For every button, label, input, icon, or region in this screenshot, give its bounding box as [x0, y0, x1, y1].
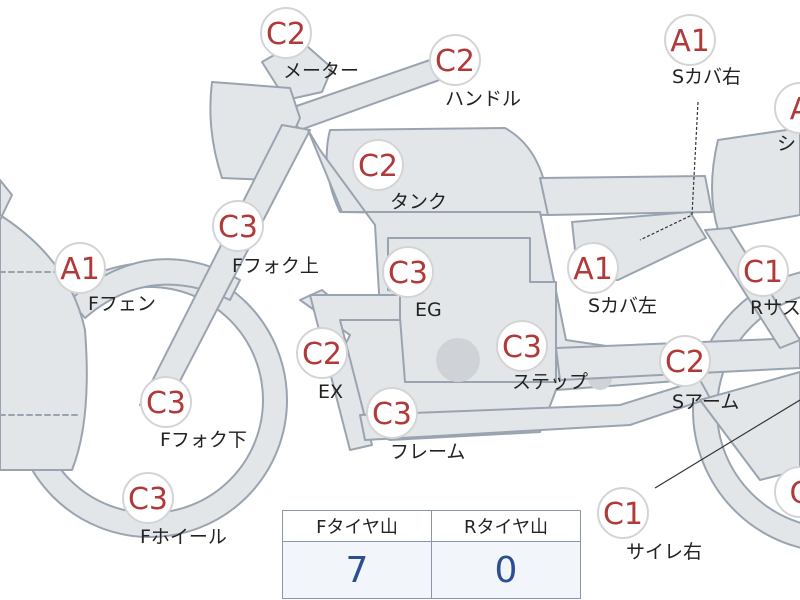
grade-badge-silencer-right: C1 [597, 487, 649, 539]
grade-badge-text: A1 [60, 252, 100, 287]
grade-badge-text: C3 [388, 256, 428, 291]
grade-badge-circle [664, 14, 716, 66]
grade-badge-handle: C2 [429, 34, 481, 86]
grade-badge-r-suspension: C1 [737, 245, 789, 297]
part-label-silencer-right: サイレ右 [626, 541, 702, 563]
grade-badge-circle [567, 242, 619, 294]
grade-badge-f-fender: A1 [54, 242, 106, 294]
grade-badge-r-wheel: C [774, 466, 800, 518]
part-label-tank: タンク [390, 191, 447, 213]
silencer-shape [699, 371, 800, 481]
grade-badge-text: C3 [128, 482, 168, 517]
grade-badge-f-fork-lower: C3 [140, 376, 192, 428]
grade-badge-text: C3 [146, 386, 186, 421]
grade-badge-text: C2 [665, 345, 705, 380]
grade-badge-swing-arm: C2 [659, 335, 711, 387]
grade-badge-text: C1 [603, 497, 643, 532]
part-label-swing-arm: Sアーム [672, 391, 739, 413]
grade-badge-text: C2 [435, 44, 475, 79]
grade-badge-text: C3 [218, 210, 258, 245]
grade-badge-text: C2 [358, 149, 398, 184]
part-label-f-fender: Fフェン [88, 293, 156, 315]
grade-badge-text: A1 [573, 252, 613, 287]
grade-badge-circle [260, 7, 312, 59]
front-tread-header: Fタイヤ山 [282, 510, 432, 542]
grade-badge-text: A [790, 92, 800, 127]
grade-badge-text: C3 [372, 397, 412, 432]
rear-cowl-shape [711, 127, 800, 231]
part-label-engine: EG [415, 299, 442, 321]
engine-cover-shape [436, 338, 480, 382]
grade-badge-circle [429, 34, 481, 86]
rear-tread-header: Rタイヤ山 [431, 510, 581, 542]
part-label-r-suspension: Rサス [750, 297, 800, 319]
grade-badge-circle [366, 387, 418, 439]
part-label-handle: ハンドル [445, 88, 521, 110]
part-label-meter: メーター [283, 60, 359, 82]
grade-badge-f-wheel: C3 [122, 472, 174, 524]
grade-badge-circle [737, 245, 789, 297]
grade-badge-meter: C2 [260, 7, 312, 59]
part-label-f-fork-upper: Fフォク上 [232, 255, 319, 277]
part-label-seat: シ [777, 133, 796, 155]
grade-badge-tank: C2 [352, 139, 404, 191]
part-label-frame: フレーム [390, 441, 465, 463]
grade-badge-circle [774, 82, 800, 134]
grade-badge-s-cover-right: A1 [664, 14, 716, 66]
left-edge-shape [0, 179, 88, 471]
grade-badge-circle [382, 246, 434, 298]
grade-badge-circle [774, 466, 800, 518]
grade-badge-circle [54, 242, 106, 294]
grade-badge-step: C3 [496, 320, 548, 372]
grade-badge-circle [140, 376, 192, 428]
part-label-exhaust: EX [318, 381, 343, 403]
grade-badge-text: C2 [302, 337, 342, 372]
grade-badge-text: C [790, 476, 800, 511]
grade-badge-text: A1 [670, 24, 710, 59]
front-fender-shape [69, 258, 241, 319]
seat-shape [539, 175, 713, 216]
grade-badge-text: C1 [743, 255, 783, 290]
grade-badge-engine: C3 [382, 246, 434, 298]
grade-badge-circle [212, 200, 264, 252]
leader-line-silencer-right [654, 399, 800, 489]
part-label-step: ステップ [512, 371, 588, 393]
grade-badge-text: C2 [266, 17, 306, 52]
grade-badge-seat: A [774, 82, 800, 134]
front-tread-value: 7 [282, 541, 432, 599]
part-label-f-wheel: Fホイール [140, 526, 227, 548]
rear-tread-value: 0 [431, 541, 581, 599]
grade-badge-text: C3 [502, 330, 542, 365]
grade-badge-circle [597, 487, 649, 539]
grade-badge-frame: C3 [366, 387, 418, 439]
grade-badge-s-cover-left: A1 [567, 242, 619, 294]
rear-wheel-rim [694, 273, 800, 547]
grade-badge-exhaust: C2 [296, 327, 348, 379]
part-label-s-cover-left: Sカバ左 [588, 295, 657, 317]
grade-badge-circle [659, 335, 711, 387]
grade-badge-circle [496, 320, 548, 372]
grade-badge-circle [122, 472, 174, 524]
grade-badge-f-fork-upper: C3 [212, 200, 264, 252]
part-label-s-cover-right: Sカバ右 [672, 66, 741, 88]
tire-tread-table: Fタイヤ山 Rタイヤ山 7 0 [282, 510, 581, 599]
grade-badge-circle [352, 139, 404, 191]
grade-badge-circle [296, 327, 348, 379]
part-label-f-fork-lower: Fフォク下 [160, 429, 247, 451]
leader-line-s-cover-right [639, 101, 699, 241]
